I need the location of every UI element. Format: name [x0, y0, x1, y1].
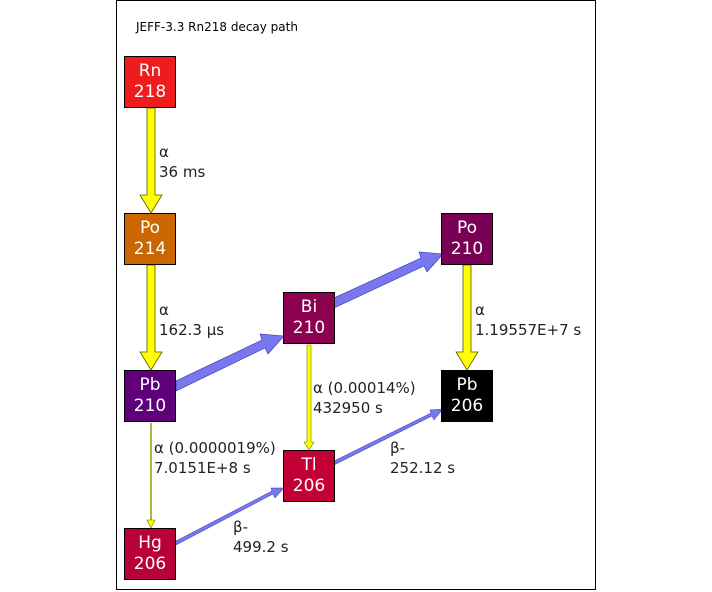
node-mass: 210	[292, 318, 326, 338]
arrow-pb210-bi210	[175, 333, 285, 392]
arrow-bi210-po210	[333, 251, 444, 309]
node-element: Tl	[301, 455, 317, 475]
node-mass: 206	[133, 554, 167, 574]
arrow-po214-pb210	[139, 264, 163, 371]
diagram-title: JEFF-3.3 Rn218 decay path	[136, 20, 298, 34]
arrow-hg206-tl206	[175, 487, 285, 546]
decay-label-po214-pb210: α 162.3 µs	[159, 300, 224, 340]
decay-mode: α	[475, 301, 485, 319]
node-element: Pb	[139, 375, 161, 395]
node-rn218: Rn 218	[124, 56, 176, 108]
decay-halflife: 7.0151E+8 s	[154, 459, 251, 477]
decay-halflife: 432950 s	[313, 399, 383, 417]
node-element: Hg	[138, 533, 162, 553]
node-po210: Po 210	[441, 213, 493, 265]
node-mass: 210	[133, 396, 167, 416]
arrow-tl206-pb206	[333, 408, 444, 466]
node-element: Bi	[300, 297, 318, 317]
decay-label-pb210-hg206: α (0.0000019%) 7.0151E+8 s	[154, 438, 276, 478]
node-mass: 210	[450, 239, 484, 259]
arrow-pb210-hg206	[146, 423, 156, 529]
decay-mode: β-	[390, 439, 405, 457]
arrow-po210-pb206	[455, 264, 479, 371]
node-tl206: Tl 206	[283, 450, 335, 502]
decay-halflife: 499.2 s	[233, 538, 289, 556]
decay-halflife: 1.19557E+7 s	[475, 321, 582, 339]
decay-mode: β-	[233, 518, 248, 536]
node-mass: 214	[133, 239, 167, 259]
decay-mode: α (0.0000019%)	[154, 439, 276, 457]
node-element: Rn	[138, 61, 162, 81]
decay-mode: α (0.00014%)	[313, 379, 416, 397]
decay-mode: α	[159, 143, 169, 161]
node-mass: 206	[292, 476, 326, 496]
decay-label-po210-pb206: α 1.19557E+7 s	[475, 300, 581, 340]
node-element: Pb	[456, 375, 478, 395]
node-pb206: Pb 206	[441, 370, 493, 422]
decay-label-hg206-tl206: β- 499.2 s	[233, 517, 289, 557]
node-po214: Po 214	[124, 213, 176, 265]
decay-halflife: 162.3 µs	[159, 321, 225, 339]
decay-mode: α	[159, 301, 169, 319]
decay-halflife: 252.12 s	[390, 459, 456, 477]
node-element: Po	[456, 218, 478, 238]
arrow-rn218-po214	[139, 107, 163, 214]
node-pb210: Pb 210	[124, 370, 176, 422]
decay-label-tl206-pb206: β- 252.12 s	[390, 438, 455, 478]
decay-halflife: 36 ms	[159, 163, 206, 181]
node-hg206: Hg 206	[124, 528, 176, 580]
node-bi210: Bi 210	[283, 292, 335, 344]
node-element: Po	[139, 218, 161, 238]
arrow-bi210-tl206	[303, 344, 315, 451]
decay-label-rn218-po214: α 36 ms	[159, 142, 205, 182]
node-mass: 206	[450, 396, 484, 416]
decay-label-bi210-tl206: α (0.00014%) 432950 s	[313, 378, 416, 418]
node-mass: 218	[133, 82, 167, 102]
